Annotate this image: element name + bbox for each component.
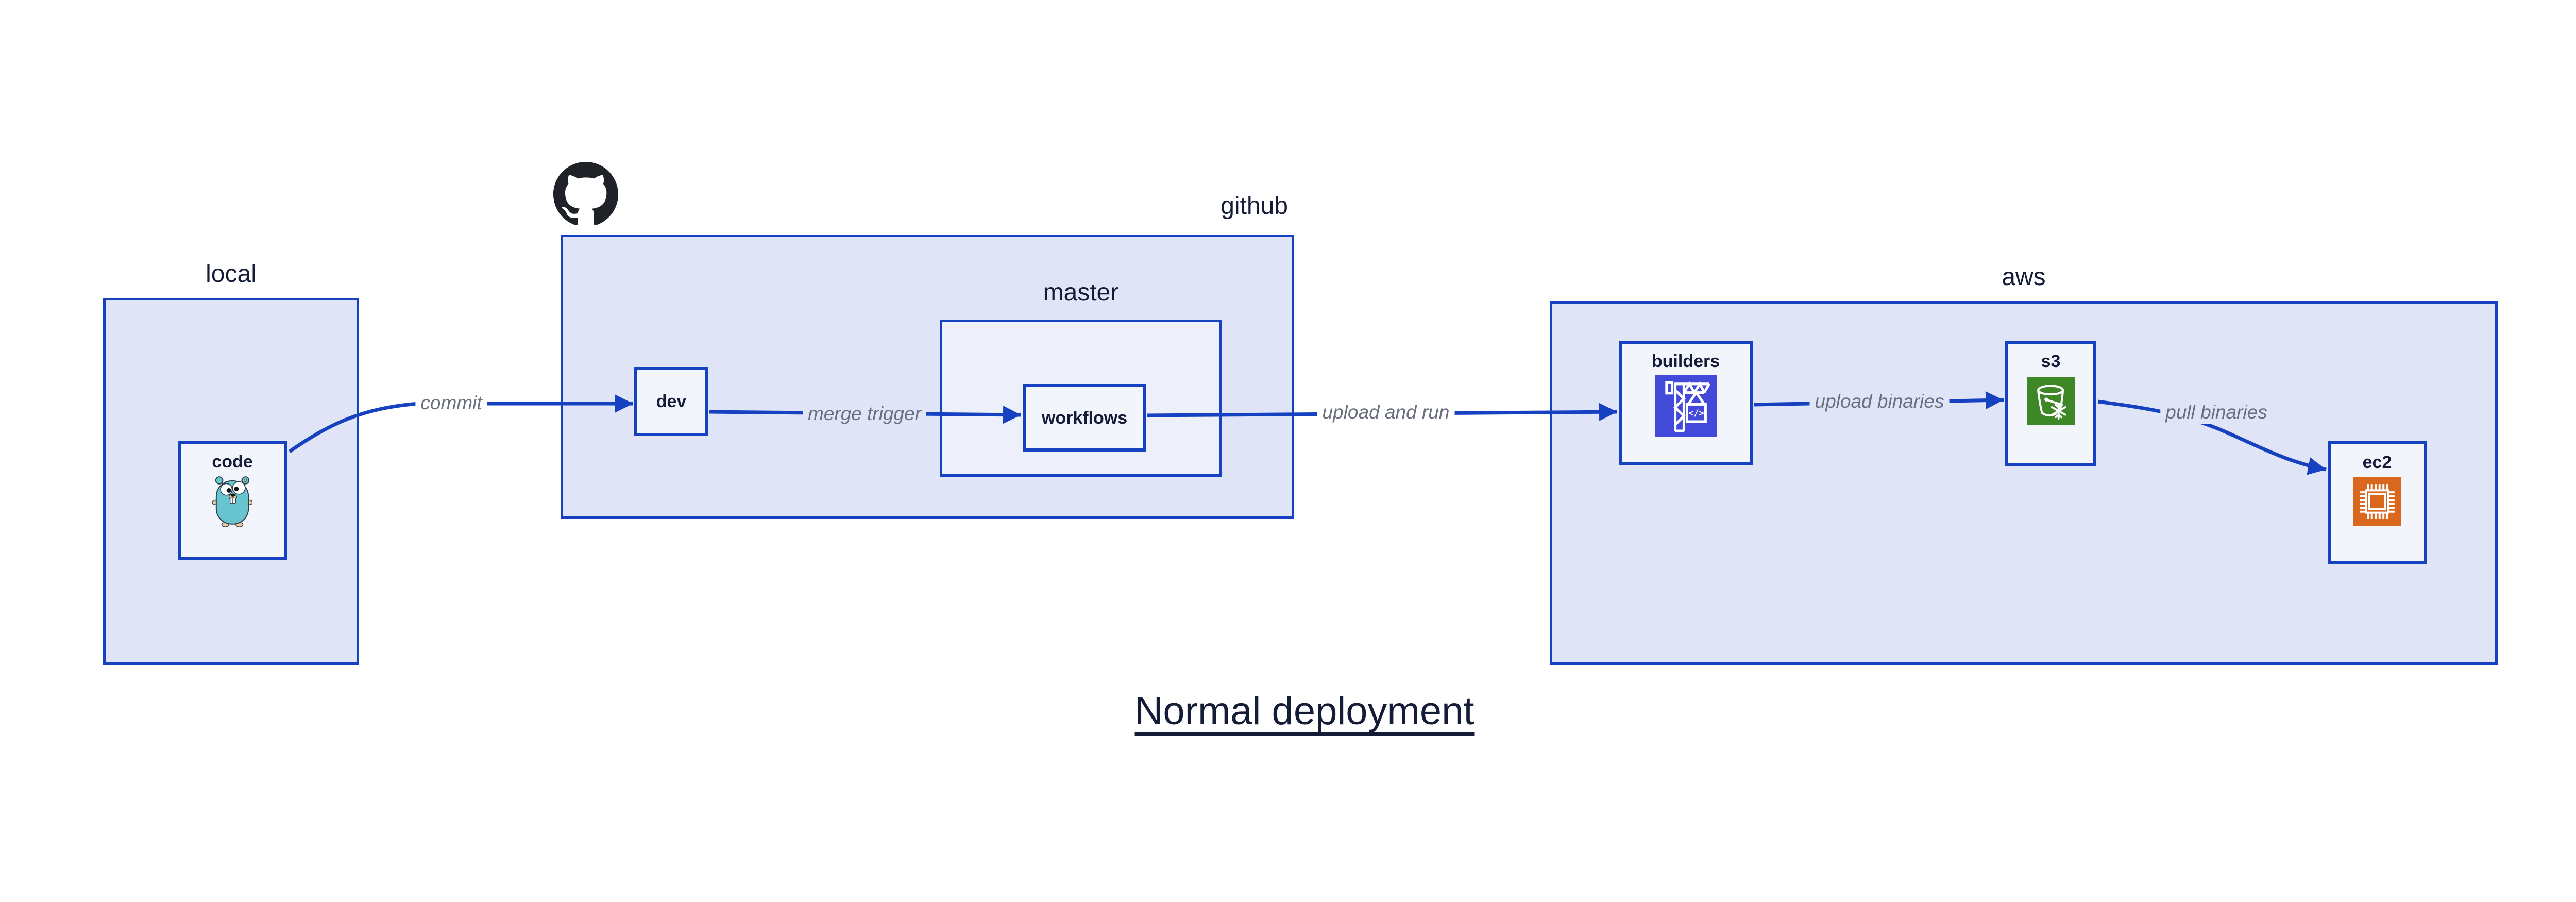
- node-workflows: workflows: [1023, 384, 1146, 452]
- node-s3: s3: [2005, 341, 2096, 466]
- edge-label-pull-binaries: pull binaries: [2160, 401, 2273, 424]
- node-ec2-label: ec2: [2362, 453, 2392, 472]
- edge-label-merge-trigger: merge trigger: [802, 403, 927, 425]
- node-dev-label: dev: [656, 392, 687, 411]
- node-workflows-label: workflows: [1041, 408, 1128, 428]
- diagram-title: Normal deployment: [1134, 689, 1475, 733]
- codebuild-crane-icon: </>: [1655, 375, 1717, 437]
- node-dev: dev: [634, 367, 708, 436]
- aws-group-label: aws: [2002, 263, 2046, 291]
- node-ec2: ec2: [2328, 441, 2427, 564]
- node-code: code: [178, 441, 287, 560]
- local-group-label: local: [206, 260, 257, 288]
- edge-label-upload-binaries: upload binaries: [1809, 390, 1950, 413]
- cpu-chip-icon: [2353, 477, 2401, 526]
- edge-label-upload-and-run: upload and run: [1317, 401, 1455, 424]
- codebuild-glyph: </>: [1688, 408, 1704, 418]
- edge-label-commit: commit: [415, 392, 487, 414]
- node-s3-label: s3: [2041, 352, 2061, 371]
- s3-bucket-snowflake-icon: [2027, 377, 2075, 425]
- github-octocat-icon: [553, 162, 618, 225]
- go-gopher-icon: [212, 476, 253, 527]
- master-group-label: master: [1043, 279, 1119, 306]
- node-builders: builders </>: [1619, 341, 1753, 465]
- node-builders-label: builders: [1651, 352, 1720, 371]
- node-code-label: code: [212, 452, 253, 472]
- github-group-label: github: [1221, 192, 1288, 220]
